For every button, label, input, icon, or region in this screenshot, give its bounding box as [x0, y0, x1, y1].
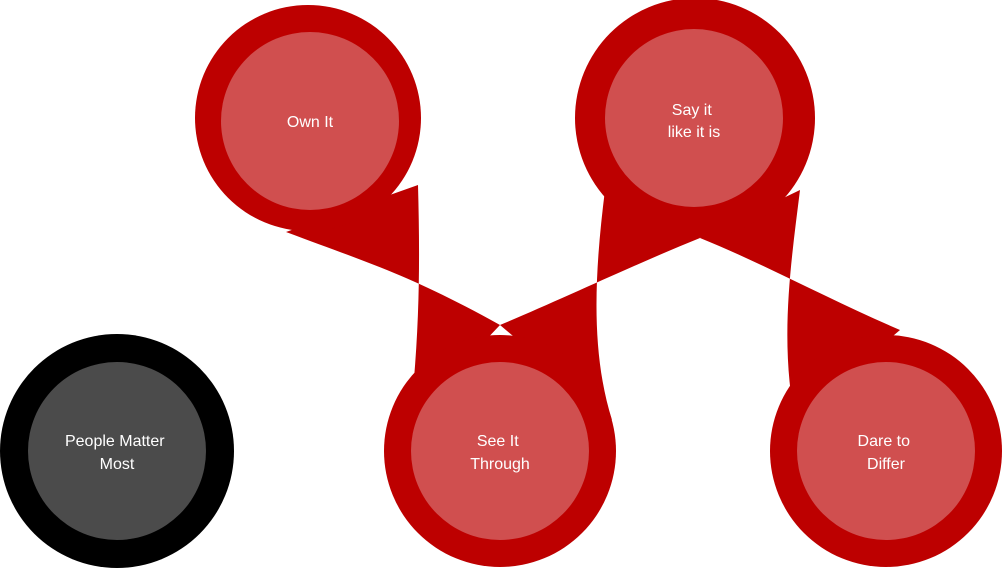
label-see-it-through: See It Through [470, 433, 530, 473]
label-people-matter-most: People Matter Most [65, 433, 169, 473]
label-dare-to-differ: Dare to Differ [858, 433, 915, 473]
node-people-matter-most [28, 362, 206, 540]
node-say-it-like-it-is [605, 29, 783, 207]
label-say-it-like-it-is: Say it like it is [668, 102, 720, 141]
node-dare-to-differ [797, 362, 975, 540]
node-see-it-through [411, 362, 589, 540]
node-own-it [221, 32, 399, 210]
label-own-it: Own It [287, 114, 334, 131]
